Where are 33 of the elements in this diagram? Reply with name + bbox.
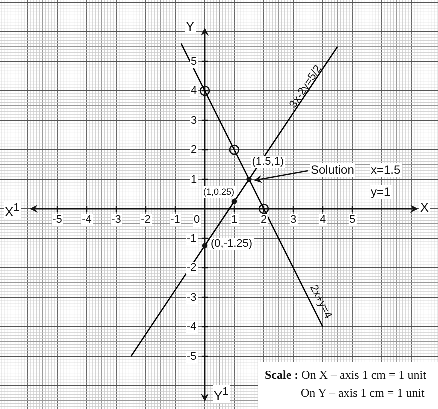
point-label: (1.5,1) [251,156,286,168]
tick-label: 5 [190,56,198,68]
axis-label: Y$^{1}$ [213,384,230,404]
annotation-text: Solution [310,163,356,177]
tick-label: 1 [190,174,198,186]
axis-label: X [419,202,430,214]
tick-label: -1 [186,232,198,244]
tick-label: -3 [186,292,198,304]
scale-note: On Y – axis 1 cm = 1 unit [300,386,426,400]
annotation-text: x=1.5 [370,163,402,177]
tick-label: 1 [230,214,239,226]
tick-label: -3 [110,214,122,226]
tick-label: -2 [140,214,152,226]
tick-label: -5 [52,214,64,226]
tick-label: -4 [81,214,93,226]
tick-label: 4 [318,214,328,226]
tick-label: 5 [348,214,357,226]
tick-label: -2 [186,262,198,274]
axis-label: X$^{1}$ [4,201,21,220]
tick-label: -4 [186,321,198,333]
tick-label: 3 [190,114,198,126]
tick-label: 0 [193,214,202,227]
tick-label: 2 [190,144,198,156]
tick-label: -1 [170,214,182,226]
tick-label: 2 [260,214,268,226]
axis-label: Y [185,21,196,34]
tick-label: -5 [186,350,198,362]
tick-label: 3 [289,214,298,226]
annotation-text: y=1 [370,185,392,199]
scale-note: Scale : On X – axis 1 cm = 1 unit [264,368,428,382]
point-label: (0,-1.25) [210,238,254,250]
point-label: (1,0.25) [202,186,236,198]
tick-label: 4 [190,85,198,97]
